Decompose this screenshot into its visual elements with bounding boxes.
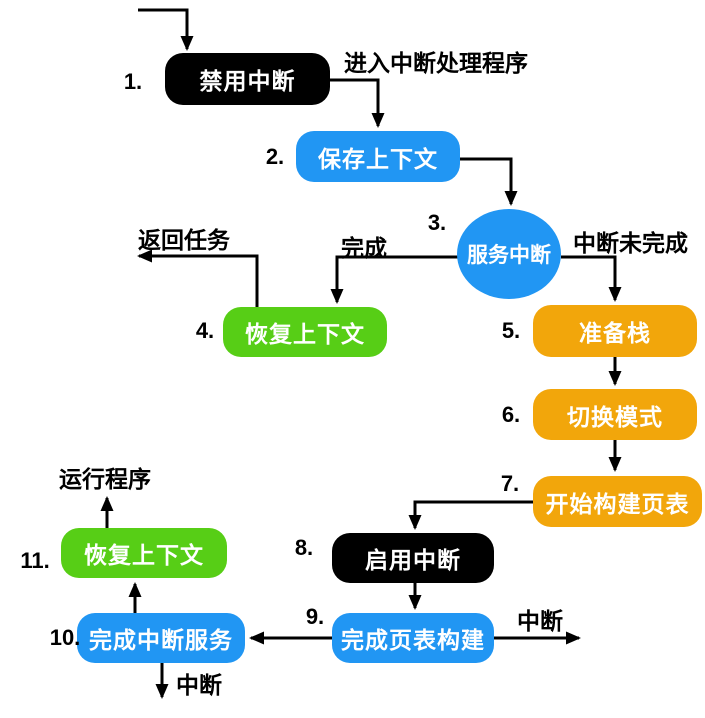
node-label: 完成页表构建 [341,627,485,653]
node-start-build-page-table: 开始构建页表 [533,476,702,527]
step-number-1: 1. [123,69,143,94]
node-label: 保存上下文 [318,145,438,172]
step-number-2: 2. [265,144,285,169]
step-number-9: 9. [305,604,325,629]
node-finish-page-table: 完成页表构建 [332,613,494,663]
node-service-interrupt: 服务中断 [457,209,561,299]
step-number-10: 10. [49,625,81,650]
node-finish-interrupt-service: 完成中断服务 [77,613,245,663]
edge-2-to-3 [460,157,518,206]
node-enable-interrupts: 启用中断 [332,533,494,583]
node-label: 准备栈 [579,320,651,346]
label-run-program: 运行程序 [59,466,151,492]
label-interrupt-not-done: 中断未完成 [573,230,688,256]
node-restore-context-2: 恢复上下文 [61,528,227,578]
node-save-context: 保存上下文 [296,131,460,182]
label-interrupt-right: 中断 [517,608,563,634]
step-number-8: 8. [294,535,314,560]
step-number-4: 4. [195,318,215,343]
edge-7-to-8 [408,500,533,530]
node-prepare-stack: 准备栈 [533,305,697,357]
node-label: 恢复上下文 [84,542,204,568]
node-disable-interrupts: 禁用中断 [165,53,330,105]
node-label: 服务中断 [467,244,551,267]
node-switch-mode: 切换模式 [533,389,697,440]
edge-4-to-return-task [137,249,259,307]
label-interrupt-bottom: 中断 [176,672,222,698]
step-number-7: 7. [500,471,520,496]
label-return-task: 返回任务 [138,227,230,253]
node-label: 完成中断服务 [89,627,233,653]
node-label: 开始构建页表 [545,490,690,517]
edge-3-to-5-not-done [561,255,622,302]
step-number-5: 5. [501,318,521,343]
edge-entry [138,8,194,51]
step-number-11: 11. [20,548,50,573]
step-number-6: 6. [501,402,521,427]
label-done: 完成 [341,235,387,261]
node-restore-context: 恢复上下文 [223,307,387,357]
edge-3-to-4-done [330,255,458,304]
node-label: 启用中断 [365,547,461,573]
label-enter-interrupt-handler: 进入中断处理程序 [344,50,528,76]
step-number-3: 3. [427,210,447,235]
node-label: 禁用中断 [199,68,296,94]
node-label: 恢复上下文 [245,321,365,347]
node-label: 切换模式 [567,403,663,430]
edge-1-to-2 [330,78,385,128]
